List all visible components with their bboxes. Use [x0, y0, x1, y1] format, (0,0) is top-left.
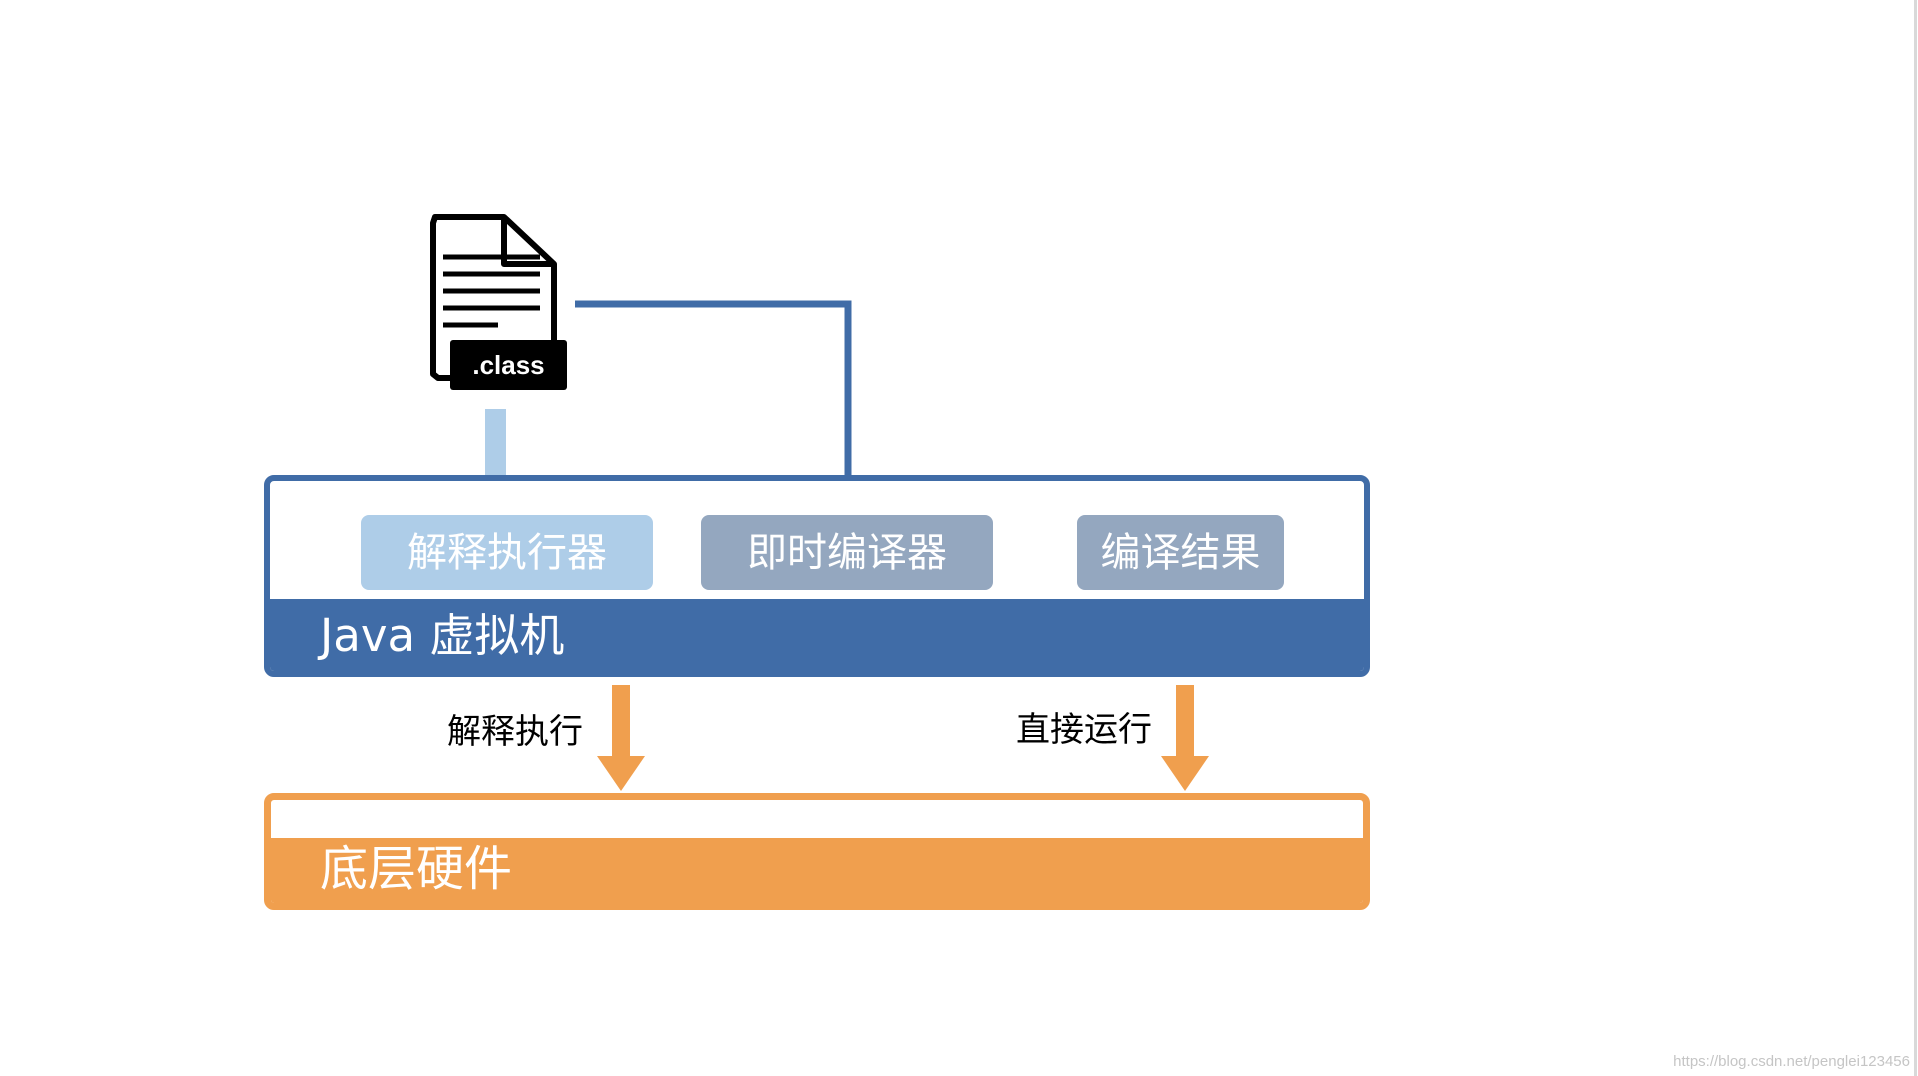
jit-compiler-box	[701, 515, 993, 590]
arrow-down-icon	[597, 685, 645, 791]
interpret-execute-label: 解释执行	[447, 712, 583, 752]
watermark: https://blog.csdn.net/penglei123456	[1673, 1053, 1910, 1070]
interpreter-box	[361, 515, 653, 590]
direct-run-label: 直接运行	[1016, 710, 1152, 750]
right-edge-divider	[1914, 0, 1917, 1076]
hardware-container	[264, 793, 1370, 910]
class-file-badge: .class	[450, 340, 567, 390]
interpreter-label: 解释执行器	[407, 529, 607, 576]
arrow-down-icon	[1161, 685, 1209, 791]
hardware-footer	[271, 838, 1363, 903]
hardware-title: 底层硬件	[320, 841, 513, 897]
compile-result-box	[1077, 515, 1284, 590]
jvm-footer	[270, 599, 1364, 671]
compile-result-label: 编译结果	[1100, 529, 1261, 576]
jit-compiler-label: 即时编译器	[747, 529, 947, 576]
jvm-title: Java 虚拟机	[320, 609, 565, 662]
